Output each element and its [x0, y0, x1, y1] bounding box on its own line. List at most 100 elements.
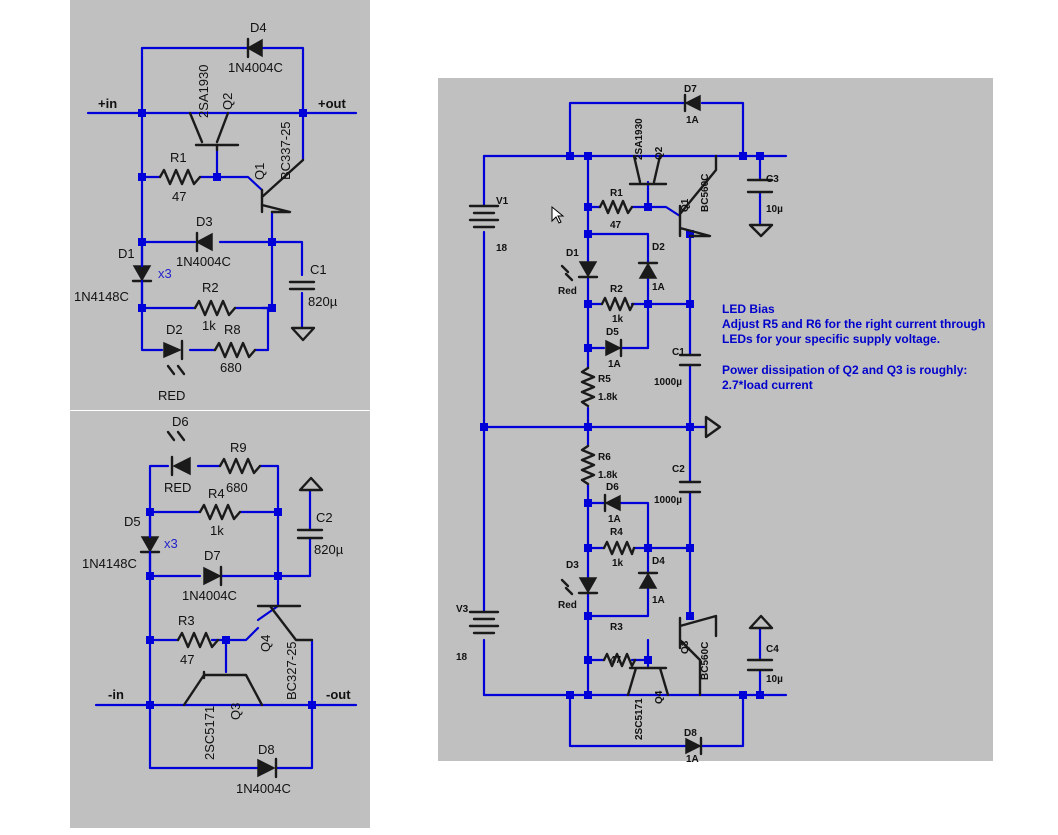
note-line-1: LED Bias: [722, 302, 775, 316]
r-r3-ref: R3: [610, 622, 623, 633]
r-c1-value: 1000µ: [654, 377, 682, 388]
r-r2-value: 1k: [612, 314, 624, 325]
r-d4-value: 1A: [652, 595, 665, 606]
note-line-5: Power dissipation of Q2 and Q3 is roughl…: [722, 363, 967, 377]
r-v3-ref: V3: [456, 604, 469, 615]
lt-d2-ref: D2: [166, 322, 183, 337]
r-q4-value: 2SC5171: [634, 698, 645, 740]
r-d2-value: 1A: [652, 282, 665, 293]
r-d1-value: Red: [558, 286, 577, 297]
r-q2-ref: Q2: [654, 146, 665, 160]
lt-d1-value: 1N4148C: [74, 289, 129, 304]
lb-q4-value: BC327-25: [284, 641, 299, 700]
r-q3-ref: Q3: [680, 640, 691, 654]
r-q1-ref: Q1: [680, 198, 691, 212]
r-d2-ref: D2: [652, 242, 665, 253]
r-r1-value: 47: [610, 220, 622, 231]
lt-c1-value: 820µ: [308, 294, 338, 309]
lt-r8-value: 680: [220, 360, 242, 375]
r-r4-ref: R4: [610, 527, 623, 538]
lb-r9-ref: R9: [230, 440, 247, 455]
note-line-2: Adjust R5 and R6 for the right current t…: [722, 317, 985, 331]
lb-d8-value: 1N4004C: [236, 781, 291, 796]
note-line-3: LEDs for your specific supply voltage.: [722, 332, 940, 346]
lt-d3-value: 1N4004C: [176, 254, 231, 269]
r-q3-value: BC560C: [700, 642, 711, 680]
lb-r4-ref: R4: [208, 486, 225, 501]
lb-c2-value: 820µ: [314, 542, 344, 557]
r-r5-value: 1.8k: [598, 392, 618, 403]
lb-d5-ref: D5: [124, 514, 141, 529]
r-r1-ref: R1: [610, 188, 623, 199]
lt-q2-ref: Q2: [220, 93, 235, 110]
lt-q1-value: BC337-25: [278, 121, 293, 180]
r-q2-value: 2SA1930: [634, 118, 645, 160]
r-d3-ref: D3: [566, 560, 579, 571]
lb-d7-value: 1N4004C: [182, 588, 237, 603]
lt-r1-ref: R1: [170, 150, 187, 165]
r-r3-value: 47: [610, 655, 622, 666]
r-d8-ref: D8: [684, 728, 697, 739]
r-c3-value: 10µ: [766, 204, 783, 215]
lb-d8-ref: D8: [258, 742, 275, 757]
r-d6-value: 1A: [608, 514, 621, 525]
lb-d5-mult: x3: [164, 536, 178, 551]
left-bottom-circuit: -in -out D6 RED R9 680 R4 1k C2 820µ D5 …: [82, 414, 358, 796]
r-v3-value: 18: [456, 652, 468, 663]
lt-d3-ref: D3: [196, 214, 213, 229]
left-bottom-panel: [70, 411, 370, 828]
r-d7-value: 1A: [686, 115, 699, 126]
lb-c2-ref: C2: [316, 510, 333, 525]
right-circuit: D7 1A 2SA1930 Q2 Q1 BC560C C3 10µ V1 18 …: [456, 84, 985, 765]
lt-r1-value: 47: [172, 189, 186, 204]
r-q1-value: BC560C: [700, 174, 711, 212]
lb-r4-value: 1k: [210, 523, 224, 538]
r-d8-value: 1A: [686, 754, 699, 765]
lb-r3-ref: R3: [178, 613, 195, 628]
lb-d5-value: 1N4148C: [82, 556, 137, 571]
left-top-panel: [70, 0, 370, 410]
r-r6-value: 1.8k: [598, 470, 618, 481]
r-v1-ref: V1: [496, 196, 509, 207]
lt-d1-ref: D1: [118, 246, 135, 261]
r-v1-value: 18: [496, 243, 508, 254]
r-c2-value: 1000µ: [654, 495, 682, 506]
lt-d4-value: 1N4004C: [228, 60, 283, 75]
r-q4-ref: Q4: [654, 690, 665, 704]
lt-r2-value: 1k: [202, 318, 216, 333]
lb-d6-value: RED: [164, 480, 191, 495]
r-d7-ref: D7: [684, 84, 697, 95]
note-line-6: 2.7*load current: [722, 378, 813, 392]
lb-q3-ref: Q3: [228, 703, 243, 720]
lt-q2-value: 2SA1930: [196, 65, 211, 119]
r-d1-ref: D1: [566, 248, 579, 259]
r-r5-ref: R5: [598, 374, 611, 385]
lt-q1-ref: Q1: [252, 163, 267, 180]
lb-r3-value: 47: [180, 652, 194, 667]
r-r6-ref: R6: [598, 452, 611, 463]
r-c1-ref: C1: [672, 347, 685, 358]
lb-q3-value: 2SC5171: [202, 706, 217, 760]
lt-d4-ref: D4: [250, 20, 267, 35]
mouse-cursor-icon: [551, 205, 565, 224]
lb-in-label: -in: [108, 687, 124, 702]
lt-in-label: +in: [98, 96, 117, 111]
r-c4-ref: C4: [766, 644, 779, 655]
r-d5-value: 1A: [608, 359, 621, 370]
r-d4-ref: D4: [652, 556, 665, 567]
lt-r2-ref: R2: [202, 280, 219, 295]
r-r2-ref: R2: [610, 284, 623, 295]
lt-out-label: +out: [318, 96, 346, 111]
lt-c1-ref: C1: [310, 262, 327, 277]
lb-d6-ref: D6: [172, 414, 189, 429]
r-d6-ref: D6: [606, 482, 619, 493]
lt-d2-value: RED: [158, 388, 185, 403]
lt-d1-mult: x3: [158, 266, 172, 281]
left-top-circuit: +in +out D4 1N4004C 2SA1930 Q2 BC337-25 …: [74, 20, 358, 403]
lt-r8-ref: R8: [224, 322, 241, 337]
lb-q4-ref: Q4: [258, 635, 273, 652]
right-panel: [438, 78, 993, 761]
r-r4-value: 1k: [612, 558, 624, 569]
lb-r9-value: 680: [226, 480, 248, 495]
